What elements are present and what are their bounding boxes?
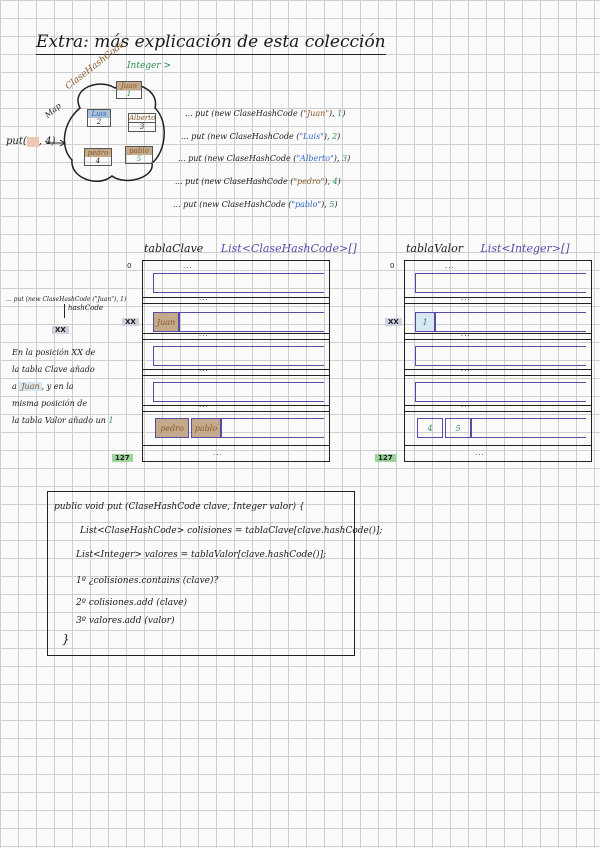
tabla-valor-last-item-1: 4 <box>417 418 443 438</box>
tabla-clave-table: ... ... Juan ... ... ... pedro pablo ... <box>142 260 330 462</box>
tabla-valor-last-item-2: 5 <box>445 418 471 438</box>
tabla-valor-index-first: 0 <box>390 262 395 270</box>
dots: ... <box>199 365 209 373</box>
tabla-clave-index-xx: XX <box>122 318 139 326</box>
side-note-index: XX <box>52 326 69 334</box>
tabla-clave-xx-item: Juan <box>153 312 179 332</box>
dots: ... <box>199 401 209 409</box>
page-title: Extra: más explicación de esta colección <box>36 32 386 55</box>
put-call-5: ... put (new ClaseHashCode ("pablo"), 5) <box>173 200 338 209</box>
cloud-outline-icon <box>63 83 165 182</box>
dots: ... <box>213 449 223 457</box>
tabla-valor-index-xx: XX <box>385 318 402 326</box>
entry-alberto: Alberto 3 <box>128 113 156 132</box>
put-call-2: ... put (new ClaseHashCode ("Luis"), 2) <box>181 132 341 141</box>
tabla-valor-index-last: 127 <box>375 454 396 462</box>
arrow-right-icon <box>46 139 66 147</box>
tabla-clave-last-item-2: pablo <box>191 418 221 438</box>
side-note-hashcode: hashCode <box>64 304 103 318</box>
tabla-clave-heading: tablaClave List<ClaseHashCode>[] <box>144 242 357 255</box>
dots: ... <box>461 401 471 409</box>
dots: ... <box>183 262 193 270</box>
tabla-valor-table: ... ... 1 ... ... ... 4 5 ... <box>404 260 592 462</box>
code-line-colisiones: List<ClaseHashCode> colisiones = tablaCl… <box>80 526 383 536</box>
dots: ... <box>461 365 471 373</box>
put-call-4: ... put (new ClaseHashCode ("pedro"), 4) <box>175 177 341 186</box>
code-step-1: 1º ¿colisiones.contains (clave)? <box>76 576 219 586</box>
tabla-clave-last-item-1: pedro <box>155 418 189 438</box>
dots: ... <box>461 330 471 338</box>
code-step-2: 2º colisiones.add (clave) <box>76 598 188 608</box>
tabla-clave-index-last: 127 <box>112 454 133 462</box>
dots: ... <box>199 294 209 302</box>
code-box: public void put (ClaseHashCode clave, In… <box>47 491 382 656</box>
code-close: } <box>62 632 70 646</box>
tabla-clave-index-first: 0 <box>127 262 132 270</box>
dots: ... <box>445 262 455 270</box>
tabla-valor-xx-item: 1 <box>415 312 435 332</box>
map-bubble <box>60 78 168 186</box>
tabla-valor-heading: tablaValor List<Integer>[] <box>406 242 570 255</box>
entry-luis: Luis 2 <box>87 109 111 127</box>
dots: ... <box>475 449 485 457</box>
entry-pedro: pedro 4 <box>84 148 112 166</box>
dots: ... <box>461 294 471 302</box>
put-call-1: ... put (new ClaseHashCode ("Juan"), 1) <box>185 109 346 118</box>
code-step-3: 3º valores.add (valor) <box>76 616 175 626</box>
code-line-valores: List<Integer> valores = tablaValor[clave… <box>76 550 327 560</box>
side-note-text: En la posición XX de la tabla Clave añad… <box>12 348 114 425</box>
entry-pablo: pablo 5 <box>125 146 153 164</box>
entry-juan: Juan 1 <box>116 81 142 99</box>
map-label-integer: Integer > <box>127 61 172 71</box>
dots: ... <box>199 330 209 338</box>
side-note-call: ... put (new ClaseHashCode ("Juan"), 1) <box>6 296 127 303</box>
bubble-put-call: put(, 4) <box>6 136 56 147</box>
code-signature: public void put (ClaseHashCode clave, In… <box>54 502 305 512</box>
put-call-3: ... put (new ClaseHashCode ("Alberto"), … <box>178 154 351 163</box>
